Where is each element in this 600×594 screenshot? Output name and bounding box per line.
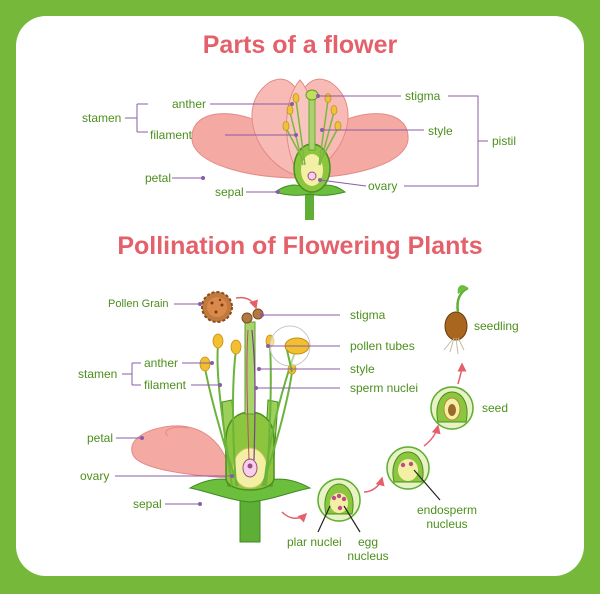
label-ovary-top: ovary [368,179,398,193]
label-pistil: pistil [492,134,517,148]
label-seedling: seedling [474,319,519,333]
progression-arrows [281,362,467,523]
label-stigma-bottom: stigma [350,308,386,322]
fertilized-ovule-icon [384,444,432,492]
top-stigma-icon [305,89,319,101]
label-stamen-top: stamen [82,111,122,125]
bottom-stigma-icon [241,308,264,324]
label-seed: seed [482,401,509,415]
label-stamen-bottom: stamen [78,367,118,381]
pollen-grain-icon [201,291,233,323]
label-style-top: style [428,124,453,138]
label-filament-top: filament [150,128,193,142]
label-sepal-bottom: sepal [133,497,162,511]
label-pollen-tubes: pollen tubes [350,339,415,353]
seedling-icon [443,285,469,355]
label-plar-nuclei: plar nuclei [287,535,342,549]
ovule-stage-icon [315,476,363,524]
label-endosperm-nucleus: endosperm nucleus [416,503,478,531]
pollen-arrow-icon [235,296,258,310]
label-ovary-bottom: ovary [80,469,110,483]
title-pollination: Pollination of Flowering Plants [117,232,483,260]
label-anther-bottom: anther [144,356,179,370]
top-stamens-icon [285,99,339,166]
top-stem-icon [305,188,314,220]
bottom-right-leader-lines [256,314,340,389]
label-egg-nucleus: egg nucleus [347,535,389,563]
pollen-tube-line [251,329,256,461]
top-style-icon [308,97,316,151]
label-anther-top: anther [172,97,207,111]
label-stigma-top: stigma [405,89,441,103]
label-sepal-top: sepal [215,185,244,199]
label-pollen-grain: Pollen Grain [108,298,169,310]
label-filament-bottom: filament [144,378,187,392]
label-petal-bottom: petal [87,431,114,445]
bottom-style-icon [244,321,256,415]
label-style-bottom: style [350,362,375,376]
label-petal-top: petal [145,171,172,185]
bottom-petal-icon [131,425,233,479]
seed-stage-icon [428,384,476,432]
bottom-stem-icon [239,499,261,543]
title-parts-of-a-flower: Parts of a flower [202,31,398,59]
label-sperm-nuclei: sperm nuclei [350,381,419,395]
top-leader-lines [125,95,488,193]
bottom-left-leader-lines [115,303,232,505]
